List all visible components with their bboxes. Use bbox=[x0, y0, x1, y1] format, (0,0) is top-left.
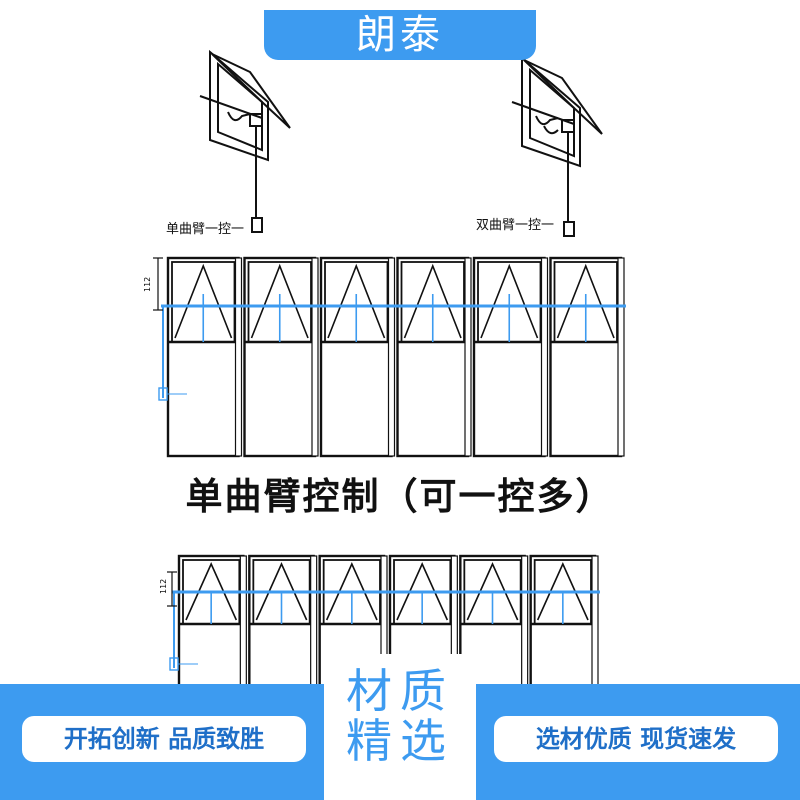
panel-opening-mark bbox=[185, 562, 238, 621]
panel-opening-mark bbox=[466, 562, 519, 621]
opener-window-frame bbox=[209, 49, 269, 162]
window-panel bbox=[396, 256, 472, 458]
panel-opening-mark bbox=[327, 263, 386, 339]
top-dimension-marks bbox=[153, 257, 163, 311]
panel-frame bbox=[549, 256, 623, 458]
center-badge-line-1: 材质 bbox=[346, 664, 454, 718]
opener-sash bbox=[211, 53, 291, 129]
panel-mullion bbox=[464, 257, 472, 457]
right-slogan-pill: 选材优质 现货速发 bbox=[494, 716, 778, 762]
top-dimension-label: 112 bbox=[143, 277, 152, 292]
window-panel bbox=[166, 256, 243, 458]
bottom-dimension-label: 112 bbox=[159, 579, 168, 594]
double-arm-label: 双曲臂一控一 bbox=[476, 218, 555, 233]
panel-mullion bbox=[234, 257, 243, 457]
opener-sash bbox=[523, 59, 603, 135]
panel-mullion bbox=[311, 257, 319, 457]
panel-opening-mark bbox=[536, 562, 589, 621]
single-arm-opener-illustration bbox=[199, 49, 291, 233]
panel-mullion bbox=[617, 257, 625, 457]
panel-mullion bbox=[521, 555, 529, 701]
panel-opening-mark bbox=[556, 263, 615, 339]
opener-window-inner bbox=[529, 67, 575, 158]
opener-window-frame bbox=[521, 55, 581, 168]
panel-opening-mark bbox=[174, 263, 233, 339]
panel-frame bbox=[177, 554, 245, 702]
opener-arm-second bbox=[543, 125, 559, 135]
opener-arm bbox=[227, 111, 251, 122]
single-arm-label: 单曲臂一控一 bbox=[166, 222, 245, 237]
brand-title: 朗泰 bbox=[356, 12, 444, 58]
panel-frame bbox=[166, 256, 240, 458]
bottom-dimension-marks bbox=[167, 571, 177, 607]
panel-mullion bbox=[540, 257, 549, 457]
left-slogan-pill: 开拓创新 品质致胜 bbox=[22, 716, 306, 762]
window-panel bbox=[177, 554, 247, 702]
window-panel bbox=[549, 256, 625, 458]
window-panel bbox=[243, 256, 319, 458]
panel-opening-mark bbox=[325, 562, 378, 621]
brand-title-bar: 朗泰 bbox=[264, 10, 536, 60]
panel-frame bbox=[319, 256, 393, 458]
panel-opening-mark bbox=[403, 263, 462, 339]
opener-handle bbox=[251, 217, 263, 233]
window-panel bbox=[472, 256, 549, 458]
panel-frame bbox=[529, 554, 597, 702]
opener-window-inner bbox=[217, 61, 263, 152]
panel-mullion bbox=[591, 555, 599, 701]
top-window-panel-row bbox=[158, 256, 626, 458]
window-panel bbox=[248, 554, 318, 702]
opener-arm bbox=[535, 115, 559, 126]
panel-frame bbox=[472, 256, 546, 458]
panel-mullion bbox=[239, 555, 247, 701]
panel-frame bbox=[396, 256, 470, 458]
center-badge-line-2: 精选 bbox=[346, 714, 454, 768]
right-slogan: 选材优质 现货速发 bbox=[535, 725, 737, 753]
panel-frame bbox=[248, 554, 315, 702]
double-arm-opener-illustration bbox=[511, 55, 603, 237]
panel-frame bbox=[243, 256, 317, 458]
window-panel bbox=[319, 256, 396, 458]
diagram-caption: 单曲臂控制（可一控多） bbox=[185, 475, 615, 518]
left-slogan: 开拓创新 品质致胜 bbox=[63, 725, 265, 753]
center-badge bbox=[324, 654, 476, 800]
panel-opening-mark bbox=[396, 562, 449, 621]
window-panel bbox=[529, 554, 599, 702]
panel-opening-mark bbox=[480, 263, 539, 339]
panel-opening-mark bbox=[255, 562, 308, 621]
panel-opening-mark bbox=[250, 263, 309, 339]
panel-mullion bbox=[310, 555, 318, 701]
opener-handle bbox=[563, 221, 575, 237]
panel-mullion bbox=[387, 257, 396, 457]
